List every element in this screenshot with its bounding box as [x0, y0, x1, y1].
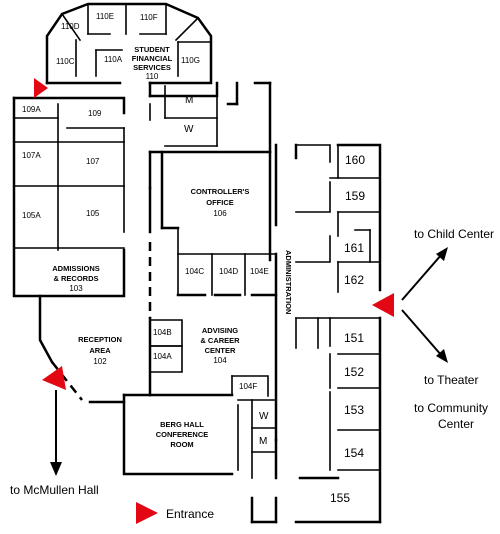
advising-block — [148, 242, 269, 397]
to-mcmullen-hall-label: to McMullen Hall — [10, 483, 99, 497]
room-107-label: 107 — [86, 157, 100, 166]
room-153-label: 153 — [344, 403, 364, 417]
room-104f-label: 104F — [239, 382, 257, 391]
reception-name-1: RECEPTION — [78, 335, 122, 344]
room-104e-label: 104E — [250, 267, 269, 276]
restroom-m-top-label: M — [185, 95, 193, 106]
room-110-number: 110 — [146, 72, 159, 81]
room-110-name-1: STUDENT — [134, 45, 170, 54]
controller-name-2: OFFICE — [206, 198, 234, 207]
berg-hall-name-1: BERG HALL — [160, 420, 204, 429]
entrance-marker-legend — [136, 502, 158, 524]
administration-label: ADMINISTRATION — [284, 250, 293, 314]
room-107a-label: 107A — [22, 151, 41, 160]
direction-labels: to Child Center to Theater to Community … — [10, 227, 494, 497]
direction-arrows — [50, 247, 448, 476]
legend-entrance-label: Entrance — [166, 507, 214, 521]
room-labels: 110D 110E 110F 110C 110A 110G STUDENT FI… — [22, 12, 365, 505]
room-104d-label: 104D — [219, 267, 238, 276]
room-162-label: 162 — [344, 273, 364, 287]
room-110e-label: 110E — [96, 12, 114, 21]
controller-name-1: CONTROLLER'S — [191, 187, 250, 196]
admissions-name-2: & RECORDS — [53, 274, 98, 283]
room-152-label: 152 — [344, 365, 364, 379]
advising-number: 104 — [213, 356, 227, 365]
restroom-w-bottom-label: W — [259, 411, 269, 422]
entrance-marker-reception — [42, 366, 66, 390]
room-110f-label: 110F — [140, 13, 158, 22]
wing-student-financial-services — [45, 2, 213, 85]
controller-number: 106 — [213, 209, 227, 218]
entrance-marker-right — [372, 293, 394, 317]
advising-name-3: CENTER — [205, 346, 236, 355]
controller-block — [160, 150, 278, 297]
room-109a-label: 109A — [22, 105, 41, 114]
room-160-label: 160 — [345, 153, 365, 167]
berg-hall-name-2: CONFERENCE — [156, 430, 209, 439]
room-161-label: 161 — [344, 241, 364, 255]
to-child-center-label: to Child Center — [414, 227, 494, 241]
room-110a-label: 110A — [104, 55, 123, 64]
room-110c-label: 110C — [56, 57, 75, 66]
central-core — [148, 81, 272, 234]
room-110d-label: 110D — [61, 22, 80, 31]
reception-number: 102 — [93, 357, 107, 366]
room-105-label: 105 — [86, 209, 100, 218]
room-159-label: 159 — [345, 189, 365, 203]
room-110-name-3: SERVICES — [133, 63, 171, 72]
room-110-name-2: FINANCIAL — [132, 54, 173, 63]
berg-hall-name-3: ROOM — [170, 440, 193, 449]
to-community-center-label-1: to Community — [414, 401, 488, 415]
room-110g-label: 110G — [181, 56, 200, 65]
room-104c-label: 104C — [185, 267, 204, 276]
advising-name-2: & CAREER — [200, 336, 240, 345]
bottom-block — [122, 393, 278, 524]
room-104b-label: 104B — [153, 328, 172, 337]
entrance-marker-top — [34, 78, 48, 98]
room-105a-label: 105A — [22, 211, 41, 220]
admissions-number: 103 — [69, 284, 83, 293]
room-109-label: 109 — [88, 109, 102, 118]
room-154-label: 154 — [344, 446, 364, 460]
reception-walls — [38, 294, 126, 404]
room-104a-label: 104A — [153, 352, 172, 361]
room-155-label: 155 — [330, 491, 350, 505]
wing-admissions — [12, 96, 126, 298]
restroom-w-top-label: W — [184, 124, 194, 135]
advising-name-1: ADVISING — [202, 326, 238, 335]
to-community-center-label-2: Center — [438, 417, 474, 431]
restroom-m-bottom-label: M — [259, 436, 267, 447]
wing-right — [294, 143, 382, 524]
room-151-label: 151 — [344, 331, 364, 345]
to-theater-label: to Theater — [424, 373, 478, 387]
reception-name-2: AREA — [89, 346, 111, 355]
admissions-name-1: ADMISSIONS — [52, 264, 100, 273]
